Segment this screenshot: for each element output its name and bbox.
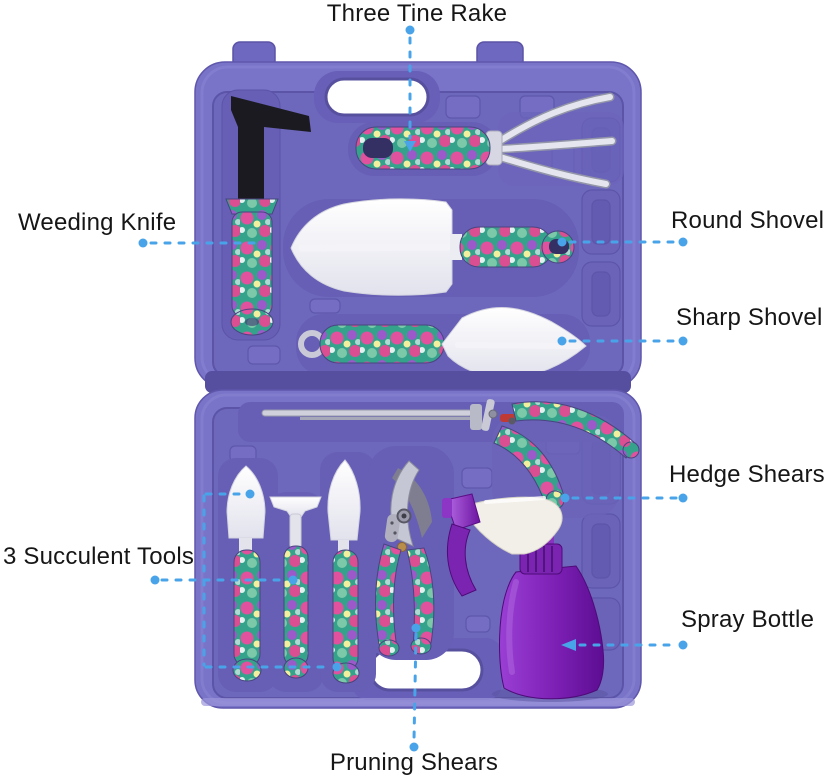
weeding-knife-blade — [231, 96, 311, 199]
round-shovel-tool — [283, 198, 579, 297]
case-hinge — [205, 371, 631, 393]
spray-bottle-trigger — [446, 523, 477, 597]
rake-handle — [355, 126, 491, 170]
succulent-tools — [218, 452, 376, 692]
label-three-tine-rake: Three Tine Rake — [326, 0, 508, 27]
callout-endpoints — [138, 25, 688, 752]
leader-pruning-shears — [412, 632, 418, 742]
hedge-shears-handle — [511, 401, 637, 459]
label-succulent-tools: 3 Succulent Tools — [3, 543, 195, 570]
hedge-shears-tool — [238, 399, 640, 518]
succulent-tool-shovel — [226, 465, 266, 682]
leader-succulent-tools — [160, 492, 331, 669]
hedge-shears-blade — [261, 409, 473, 417]
label-weeding-knife: Weeding Knife — [18, 209, 177, 236]
label-spray-bottle: Spray Bottle — [681, 606, 815, 633]
succulent-tool-narrow-shovel — [327, 459, 361, 684]
pruning-shears-handle — [406, 547, 435, 647]
weeding-knife-tool — [221, 89, 311, 341]
spray-bottle-nozzle — [445, 493, 481, 531]
spray-bottle-head — [465, 496, 563, 555]
weeding-knife-handle — [231, 211, 273, 317]
spray-bottle-tool — [442, 493, 608, 702]
label-hedge-shears: Hedge Shears — [669, 461, 825, 488]
rake-tines — [497, 94, 615, 187]
pruning-shears-tool — [368, 446, 454, 660]
label-pruning-shears: Pruning Shears — [329, 749, 499, 776]
succulent-tool-hoe — [269, 496, 322, 679]
round-shovel-handle — [459, 226, 553, 268]
label-round-shovel: Round Shovel — [671, 207, 825, 234]
case-handle-cutout — [324, 77, 430, 117]
three-tine-rake-tool — [348, 92, 624, 189]
spray-bottle-body — [499, 565, 605, 700]
callout-lines — [149, 36, 678, 742]
label-sharp-shovel: Sharp Shovel — [676, 304, 823, 331]
sharp-shovel-handle — [319, 324, 445, 364]
sharp-shovel-tool — [296, 307, 590, 379]
